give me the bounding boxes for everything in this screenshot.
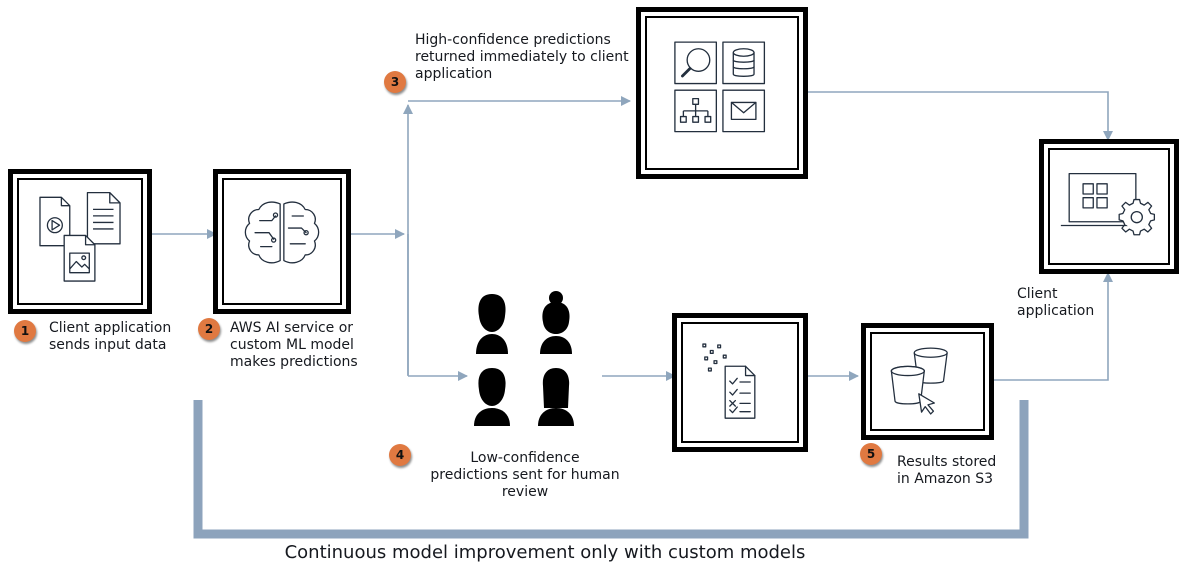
connector-s3-to-client — [993, 272, 1113, 381]
step-1-label: Client application sends input data — [49, 320, 172, 353]
feedback-loop-bar — [193, 400, 1029, 539]
step-badge-2: 2 — [198, 318, 220, 340]
step-badge-5: 5 — [860, 443, 882, 465]
step-2-label: AWS AI service or custom ML model makes … — [230, 320, 358, 370]
search-icon — [674, 41, 718, 85]
ml-model-box — [213, 169, 351, 314]
hierarchy-icon — [674, 89, 718, 133]
input-data-box — [8, 169, 152, 314]
brain-circuit-icon — [244, 201, 320, 264]
laptop-gear-icon — [1060, 172, 1156, 236]
mail-icon — [722, 89, 766, 133]
step-badge-3: 3 — [384, 71, 406, 93]
database-icon — [722, 41, 766, 85]
step-4-label: Low-confidence predictions sent for huma… — [430, 450, 620, 500]
image-file-icon — [63, 234, 96, 282]
connector-services-to-client — [808, 91, 1113, 141]
document-icon — [86, 191, 121, 245]
step-badge-4: 4 — [389, 444, 411, 466]
video-file-icon — [39, 196, 71, 247]
checklist-document-icon — [702, 343, 756, 419]
s3-buckets-icon — [890, 347, 948, 415]
step-5-label: Results stored in Amazon S3 — [897, 454, 997, 487]
step-badge-1: 1 — [14, 320, 36, 342]
client-application-label: Client application — [1017, 286, 1095, 319]
reviewer-icon — [540, 291, 572, 354]
reviewer-icon — [474, 368, 510, 426]
client-application-box — [1039, 139, 1179, 274]
human-reviewers-group — [474, 291, 574, 426]
review-task-box — [672, 313, 808, 452]
s3-box — [861, 323, 994, 440]
reviewer-icon — [476, 294, 508, 354]
step-3-label: High-confidence predictions returned imm… — [415, 32, 629, 82]
client-services-box — [636, 7, 808, 179]
feedback-loop-caption: Continuous model improvement only with c… — [284, 542, 806, 563]
reviewer-icon — [538, 368, 574, 426]
